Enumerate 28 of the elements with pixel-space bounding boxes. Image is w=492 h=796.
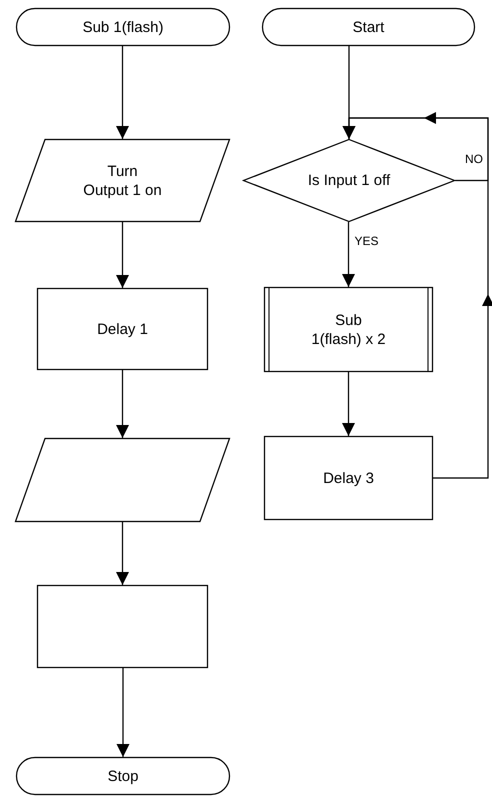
node-label: Start bbox=[352, 18, 384, 36]
node-label: Delay 3 bbox=[323, 468, 374, 488]
arrow bbox=[342, 117, 492, 479]
node-label: Sub 1(flash) x 2 bbox=[310, 310, 387, 348]
arrow bbox=[116, 668, 130, 757]
arrow bbox=[342, 372, 355, 436]
node-label: Delay 1 bbox=[97, 320, 148, 338]
terminator-shape bbox=[16, 757, 230, 795]
arrow bbox=[116, 522, 129, 585]
terminator-shape bbox=[262, 8, 475, 46]
node-label: Turn Output 1 on bbox=[83, 162, 162, 200]
input-output-shape bbox=[15, 139, 230, 222]
arrow bbox=[342, 222, 355, 287]
terminator-shape bbox=[16, 8, 230, 46]
decision-diamond bbox=[243, 139, 455, 222]
process-box bbox=[37, 288, 208, 370]
node-label: Sub 1(flash) bbox=[82, 18, 164, 36]
arrow bbox=[116, 46, 129, 139]
arrow bbox=[116, 222, 129, 288]
edge-label: NO bbox=[464, 152, 484, 166]
subroutine-box bbox=[264, 287, 433, 372]
process-box bbox=[37, 585, 208, 668]
node-label: Stop bbox=[108, 766, 138, 786]
node-label: Is Input 1 off bbox=[308, 171, 390, 190]
edge-label: YES bbox=[354, 234, 380, 248]
arrow bbox=[116, 370, 129, 438]
input-output-shape bbox=[15, 438, 230, 522]
process-box bbox=[264, 436, 433, 520]
